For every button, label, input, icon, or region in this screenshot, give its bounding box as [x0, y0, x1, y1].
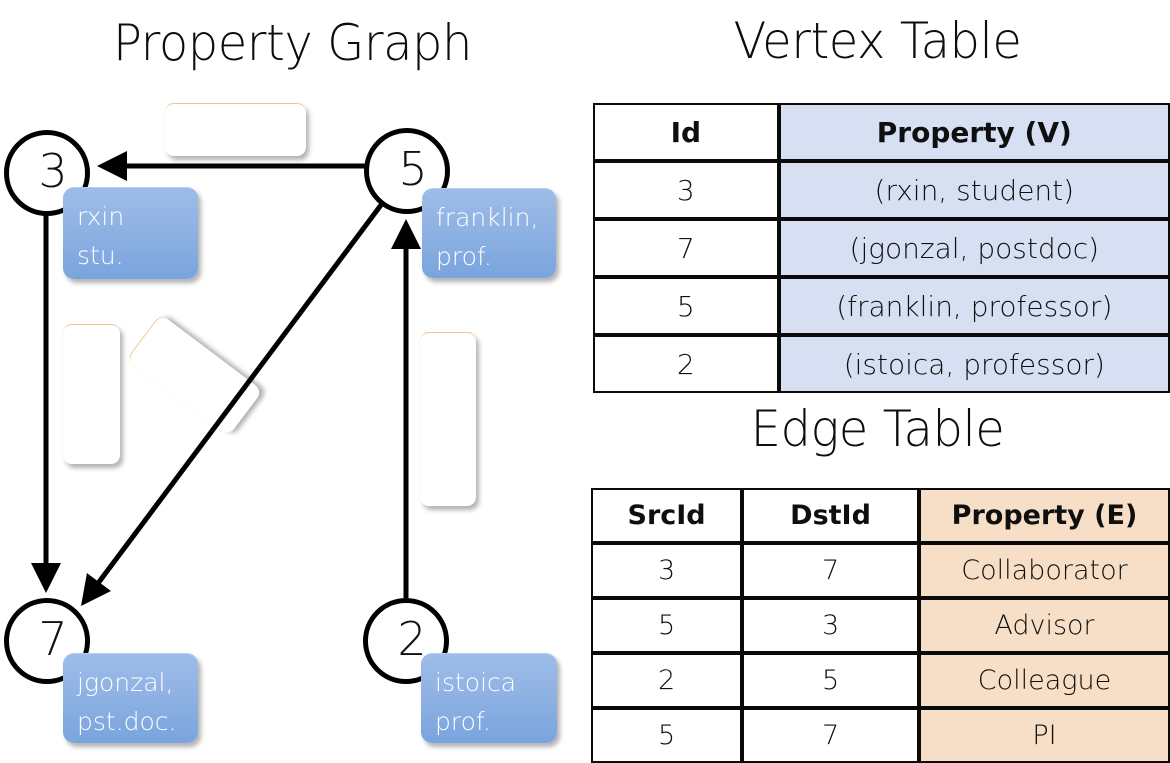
graph-node-3-prop-line-2: stu.: [77, 240, 124, 270]
vertex-table: Id Property (V) 3 (rxin, student) 7 (jgo…: [593, 103, 1170, 393]
graph-edge-label-collab-text: Collab.: [75, 346, 109, 443]
edge-row-0-property: Collaborator: [918, 543, 1170, 598]
table-row[interactable]: 3 (rxin, student): [593, 161, 1170, 219]
graph-edge-5-to-7: [81, 203, 384, 607]
edge-table: SrcId DstId Property (E) 3 7 Collaborato…: [591, 488, 1170, 763]
vertex-table-header-property: Property (V): [778, 103, 1170, 161]
edge-row-3-property: PI: [918, 708, 1170, 763]
vertex-table-header-row: Id Property (V): [593, 103, 1170, 161]
graph-node-2[interactable]: 2: [363, 598, 449, 684]
table-row[interactable]: 2 (istoica, professor): [593, 335, 1170, 393]
edge-row-2-dst: 5: [742, 653, 919, 708]
graph-node-5-id: 5: [398, 142, 428, 196]
graph-edge-label-advisor: Advisor: [165, 103, 306, 156]
table-row[interactable]: 3 7 Collaborator: [591, 543, 1170, 598]
graph-node-7-prop-line-1: jgonzal,: [77, 668, 174, 697]
vertex-row-0-property: (rxin, student): [778, 161, 1170, 219]
graph-edge-label-colleague: Colleague: [420, 332, 476, 506]
edge-row-1-property: Advisor: [918, 598, 1170, 653]
edge-table-header-srcid: SrcId: [591, 488, 743, 543]
graph-node-3-prop-line-1: rxin: [77, 202, 125, 231]
edge-row-0-src: 3: [591, 543, 743, 598]
vertex-row-3-property: (istoica, professor): [778, 335, 1170, 393]
graph-edge-label-colleague-text: Colleague: [431, 350, 465, 489]
vertex-row-3-id: 2: [593, 335, 779, 393]
graph-node-5-property-box: franklin, prof.: [422, 188, 556, 278]
edge-row-1-src: 5: [591, 598, 743, 653]
table-row[interactable]: 2 5 Colleague: [591, 653, 1170, 708]
table-row[interactable]: 5 7 PI: [591, 708, 1170, 763]
property-graph-diagram: 3 rxin stu. 5 franklin, prof. 7 jgonzal,…: [0, 0, 585, 760]
graph-node-5-prop-line-1: franklin,: [436, 203, 539, 232]
graph-edge-label-advisor-text: Advisor: [183, 113, 288, 147]
graph-edges-svg: [31, 151, 421, 607]
edge-table-header-property: Property (E): [918, 488, 1170, 543]
graph-node-3-id: 3: [38, 144, 68, 198]
table-row[interactable]: 5 (franklin, professor): [593, 277, 1170, 335]
vertex-row-0-id: 3: [593, 161, 779, 219]
edge-row-2-property: Colleague: [918, 653, 1170, 708]
graph-node-2-prop-line-1: istoica: [435, 668, 517, 697]
table-row[interactable]: 7 (jgonzal, postdoc): [593, 219, 1170, 277]
edge-row-3-src: 5: [591, 708, 743, 763]
vertex-row-2-id: 5: [593, 277, 779, 335]
vertex-row-2-property: (franklin, professor): [778, 277, 1170, 335]
graph-node-5-prop-line-2: prof.: [436, 241, 492, 271]
graph-node-7-property-box: jgonzal, pst.doc.: [63, 653, 198, 743]
page-title-vertex-table: Vertex Table: [733, 12, 1022, 70]
vertex-row-1-id: 7: [593, 219, 779, 277]
page-title-property-graph: Property Graph: [113, 14, 472, 72]
vertex-row-1-property: (jgonzal, postdoc): [778, 219, 1170, 277]
graph-node-3-property-box: rxin stu.: [63, 187, 198, 279]
edge-table-header-dstid: DstId: [742, 488, 919, 543]
graph-node-7-prop-line-2: pst.doc.: [77, 706, 177, 736]
graph-edge-label-pi-text: PI: [174, 354, 215, 397]
edge-row-3-dst: 7: [742, 708, 919, 763]
graph-node-2-id: 2: [397, 612, 427, 666]
graph-edge-label-collab: Collab.: [63, 324, 120, 464]
graph-node-5[interactable]: 5: [364, 128, 450, 214]
edge-row-2-src: 2: [591, 653, 743, 708]
edge-row-0-dst: 7: [742, 543, 919, 598]
graph-node-2-property-box: istoica prof.: [421, 653, 557, 743]
table-row[interactable]: 5 3 Advisor: [591, 598, 1170, 653]
page-title-edge-table: Edge Table: [750, 400, 1005, 458]
edge-row-1-dst: 3: [742, 598, 919, 653]
graph-node-2-prop-line-2: prof.: [435, 706, 491, 736]
edge-table-header-row: SrcId DstId Property (E): [591, 488, 1170, 543]
vertex-table-header-id: Id: [593, 103, 779, 161]
graph-node-7-id: 7: [38, 612, 68, 666]
